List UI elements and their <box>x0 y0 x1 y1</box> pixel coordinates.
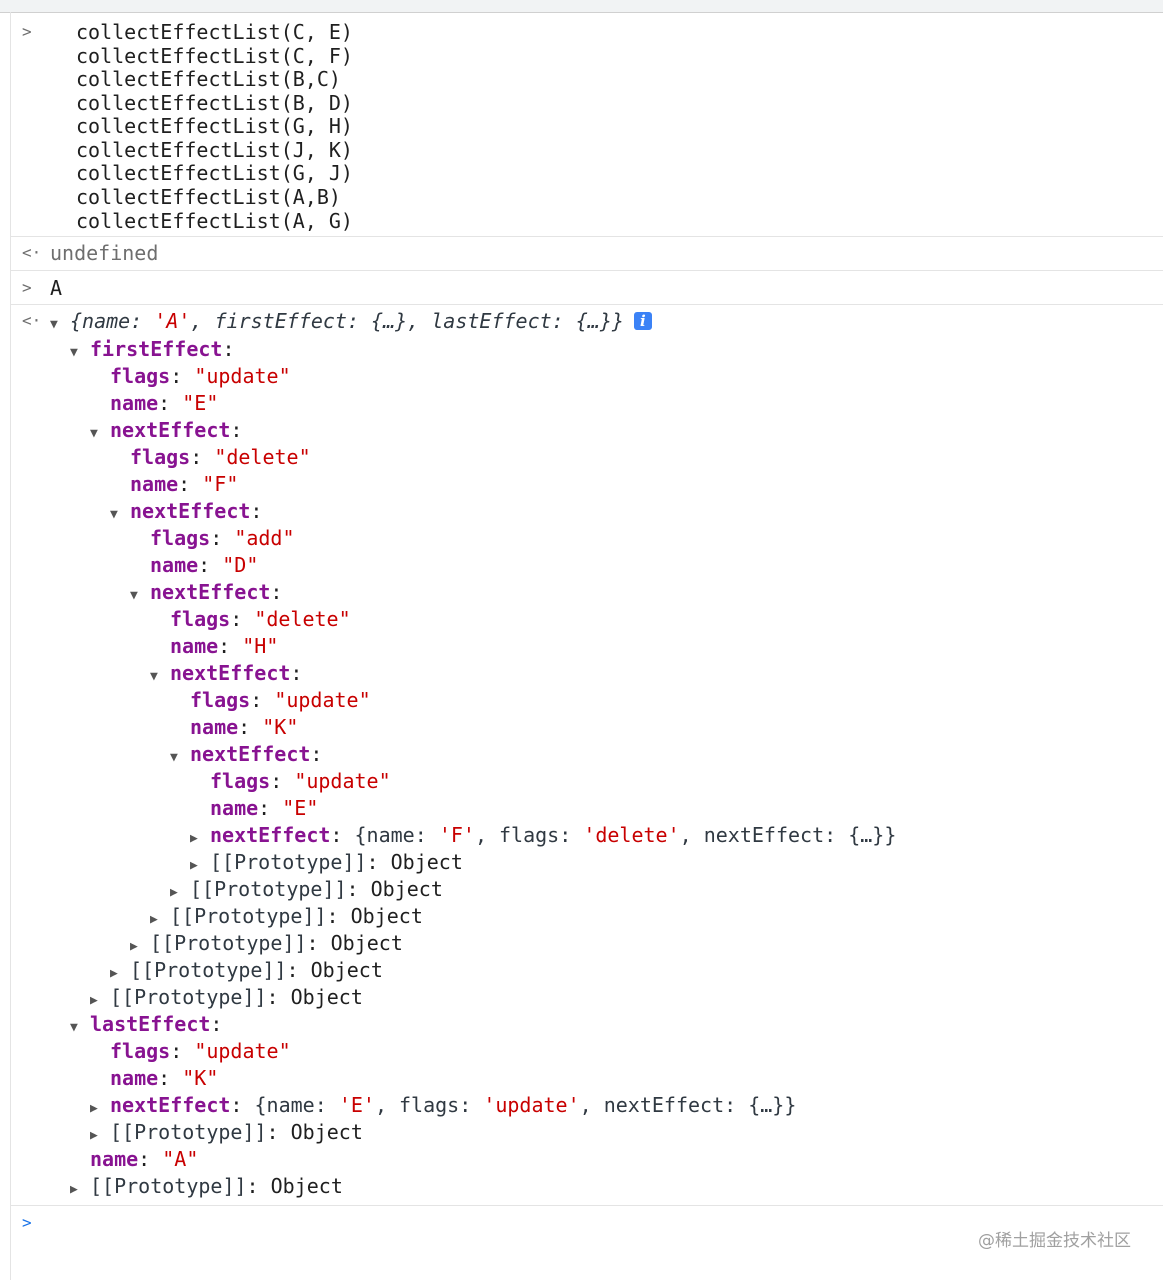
triangle-right-icon[interactable]: ▶ <box>110 966 118 981</box>
tree-row: name: "E" <box>110 391 219 415</box>
prototype-row[interactable]: ▶[[Prototype]]: Object <box>190 850 463 878</box>
triangle-down-icon[interactable]: ▼ <box>110 507 118 522</box>
console-input-line: collectEffectList(G, H) <box>76 114 353 138</box>
triangle-down-icon[interactable]: ▼ <box>50 317 58 332</box>
triangle-down-icon[interactable]: ▼ <box>150 669 158 684</box>
triangle-down-icon[interactable]: ▼ <box>170 750 178 765</box>
tree-row-collapsed[interactable]: ▶nextEffect: {name: 'F', flags: 'delete'… <box>190 823 896 851</box>
prototype-row[interactable]: ▶[[Prototype]]: Object <box>110 958 383 986</box>
tree-row[interactable]: ▼nextEffect: <box>170 742 335 770</box>
prompt-chevron-icon: > <box>22 278 32 297</box>
triangle-right-icon[interactable]: ▶ <box>90 993 98 1008</box>
triangle-right-icon[interactable]: ▶ <box>90 1101 98 1116</box>
triangle-right-icon[interactable]: ▶ <box>90 1128 98 1143</box>
console-result: undefined <box>50 241 159 265</box>
message-divider <box>10 1205 1163 1206</box>
tree-row: name: "K" <box>190 715 299 739</box>
prompt-chevron-icon: > <box>22 22 32 41</box>
prototype-row[interactable]: ▶[[Prototype]]: Object <box>70 1174 343 1202</box>
console-input-line: collectEffectList(B,C) <box>76 67 341 91</box>
console-input-line: collectEffectList(C, F) <box>76 44 353 68</box>
console-toolbar <box>0 0 1163 13</box>
tree-row[interactable]: ▼nextEffect: <box>110 499 275 527</box>
info-icon[interactable]: i <box>633 312 652 330</box>
triangle-down-icon[interactable]: ▼ <box>130 588 138 603</box>
message-divider <box>10 304 1163 305</box>
tree-row: flags: "delete" <box>170 607 351 631</box>
triangle-right-icon[interactable]: ▶ <box>190 831 198 846</box>
console-input-line: collectEffectList(J, K) <box>76 138 353 162</box>
console-input-line: collectEffectList(C, E) <box>76 20 353 44</box>
triangle-down-icon[interactable]: ▼ <box>70 1020 78 1035</box>
return-arrow-icon: <· <box>22 243 42 262</box>
tree-row-collapsed[interactable]: ▶nextEffect: {name: 'E', flags: 'update'… <box>90 1093 796 1121</box>
tree-row: name: "A" <box>90 1147 199 1171</box>
triangle-right-icon[interactable]: ▶ <box>150 912 158 927</box>
tree-row[interactable]: ▼firstEffect: <box>70 337 247 365</box>
watermark: @稀土掘金技术社区 <box>978 1231 1131 1251</box>
prototype-row[interactable]: ▶[[Prototype]]: Object <box>130 931 403 959</box>
triangle-down-icon[interactable]: ▼ <box>90 426 98 441</box>
triangle-right-icon[interactable]: ▶ <box>170 885 178 900</box>
return-arrow-icon: <· <box>22 311 42 330</box>
tree-row: name: "K" <box>110 1066 219 1090</box>
tree-row: flags: "update" <box>190 688 371 712</box>
console-input-line: collectEffectList(A, G) <box>76 209 353 233</box>
triangle-right-icon[interactable]: ▶ <box>190 858 198 873</box>
console-input-line: collectEffectList(G, J) <box>76 161 353 185</box>
tree-row: name: "F" <box>130 472 239 496</box>
console-left-border <box>10 12 11 1280</box>
prototype-row[interactable]: ▶[[Prototype]]: Object <box>170 877 443 905</box>
tree-row[interactable]: ▼lastEffect: <box>70 1012 235 1040</box>
tree-row: flags: "update" <box>110 1039 291 1063</box>
tree-row[interactable]: ▼nextEffect: <box>150 661 315 689</box>
tree-row[interactable]: ▼nextEffect: <box>130 580 295 608</box>
tree-row: name: "E" <box>210 796 319 820</box>
triangle-down-icon[interactable]: ▼ <box>70 345 78 360</box>
prototype-row[interactable]: ▶[[Prototype]]: Object <box>90 1120 363 1148</box>
console-prompt-input[interactable]: > <box>22 1213 32 1232</box>
console-input-line: A <box>50 276 63 300</box>
tree-row: name: "H" <box>170 634 279 658</box>
message-divider <box>10 270 1163 271</box>
tree-row: flags: "update" <box>210 769 391 793</box>
prototype-row[interactable]: ▶[[Prototype]]: Object <box>90 985 363 1013</box>
triangle-right-icon[interactable]: ▶ <box>70 1182 78 1197</box>
prototype-row[interactable]: ▶[[Prototype]]: Object <box>150 904 423 932</box>
tree-row: flags: "add" <box>150 526 295 550</box>
tree-row[interactable]: ▼nextEffect: <box>90 418 255 446</box>
console-input-line: collectEffectList(B, D) <box>76 91 353 115</box>
message-divider <box>10 236 1163 237</box>
console-input-line: collectEffectList(A,B) <box>76 185 341 209</box>
tree-row: flags: "update" <box>110 364 291 388</box>
tree-row: name: "D" <box>150 553 259 577</box>
triangle-right-icon[interactable]: ▶ <box>130 939 138 954</box>
object-summary[interactable]: ▼{name: 'A', firstEffect: {…}, lastEffec… <box>50 309 652 337</box>
tree-row: flags: "delete" <box>130 445 311 469</box>
